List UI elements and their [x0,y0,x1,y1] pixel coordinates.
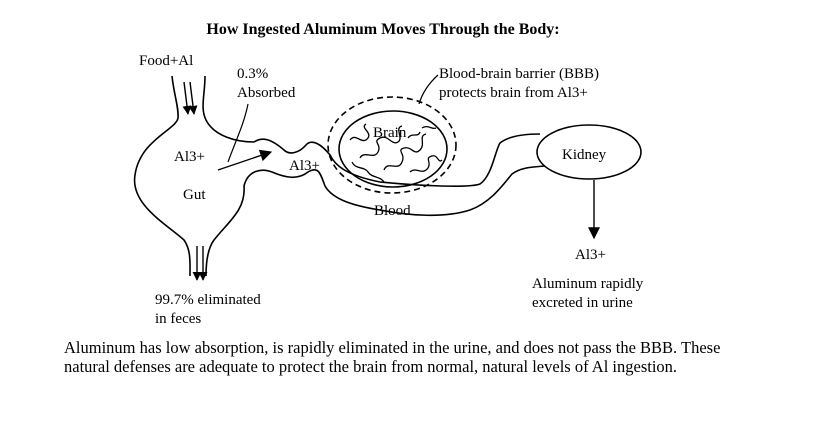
caption-line1: Aluminum has low absorption, is rapidly … [64,338,721,357]
absorbed-leader-line [227,103,249,163]
bbb-label-line2: protects brain from Al3+ [439,85,588,101]
gut-left-outline [133,75,191,277]
brain-gyri [349,123,443,183]
brain-outline [338,110,448,188]
absorbed-percent-label: 0.3% [237,66,269,82]
kidney-label: Kidney [562,147,607,163]
blood-brain-barrier [327,96,457,194]
intake-arrow-left [182,81,192,115]
blood-label: Blood [374,203,411,219]
gut-right-outline [202,75,541,187]
excreted-label-line1: Aluminum rapidly [532,276,644,292]
absorption-arrow [217,149,273,171]
gut-ion-label: Al3+ [174,149,205,165]
bbb-label-line1: Blood-brain barrier (BBB) [439,66,599,82]
absorbed-word-label: Absorbed [237,85,296,101]
brain-label: Brain [373,125,407,141]
kidney-outline [536,124,642,180]
intake-arrow-right [188,81,198,115]
feces-label-line1: 99.7% eliminated [155,292,261,308]
gut-lower-outline [205,165,546,277]
diagram-title: How Ingested Aluminum Moves Through the … [206,21,560,38]
food-al-label: Food+Al [139,53,194,69]
feces-label-line2: in feces [155,311,202,327]
diagram-caption: Aluminum has low absorption, is rapidly … [64,338,720,376]
bbb-leader-line [418,74,439,105]
urine-ion-label: Al3+ [575,247,606,263]
caption-line2: natural defenses are adequate to protect… [64,357,678,376]
gut-label: Gut [183,187,206,203]
channel-ion-label: Al3+ [289,158,320,174]
excreted-label-line2: excreted in urine [532,295,633,311]
